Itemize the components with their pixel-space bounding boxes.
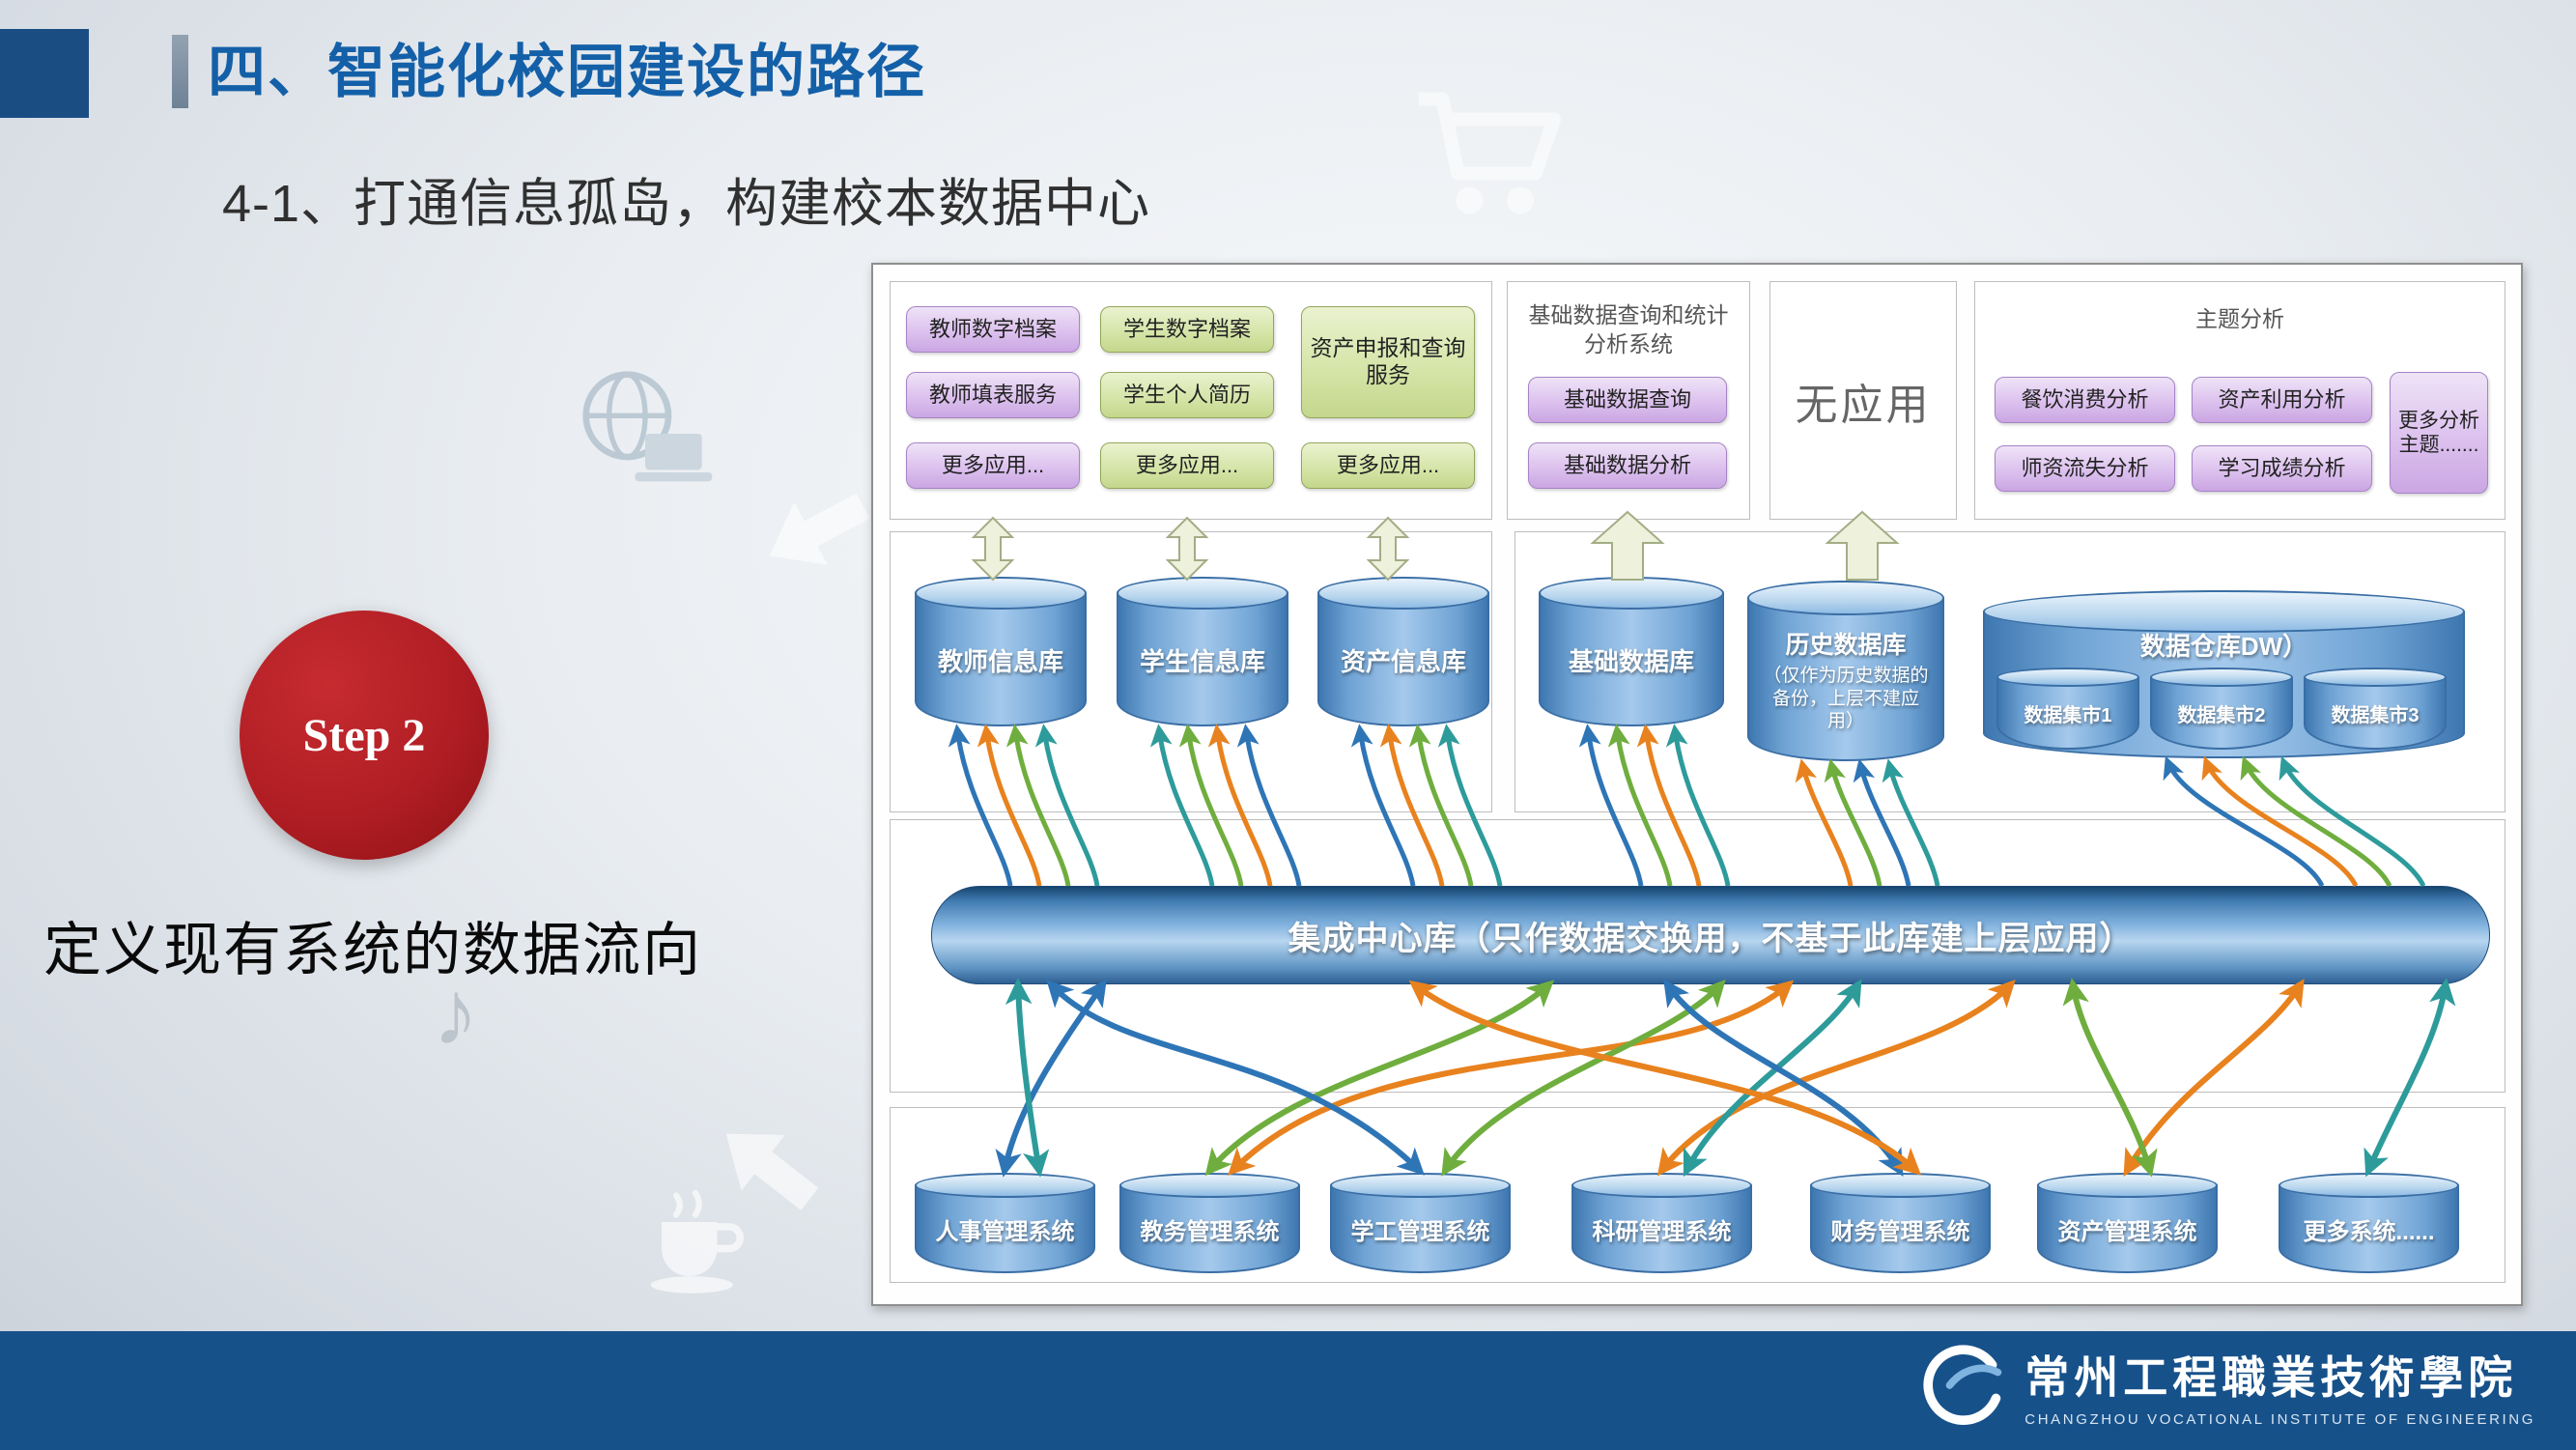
db-cylinder-asset: 资产信息库 — [1317, 577, 1489, 726]
globe-laptop-watermark-icon — [582, 371, 713, 482]
system-cylinder-research: 科研管理系统 — [1571, 1173, 1752, 1273]
system-label: 科研管理系统 — [1592, 1219, 1732, 1245]
title-accent-bar — [172, 35, 188, 108]
db-cylinder-teacher: 教师信息库 — [915, 577, 1087, 726]
system-label: 更多系统...... — [2303, 1219, 2435, 1245]
no-app-label: 无应用 — [1795, 381, 1932, 429]
system-label: 资产管理系统 — [2057, 1219, 2197, 1245]
system-label: 学工管理系统 — [1350, 1219, 1490, 1245]
cylinder-cap — [915, 577, 1087, 610]
coffee-cup-watermark-icon — [650, 1189, 744, 1294]
db-label: 资产信息库 — [1340, 646, 1466, 676]
page-title: 四、智能化校园建设的路径 — [208, 40, 926, 104]
db-cylinder-basic: 基础数据库 — [1539, 577, 1724, 726]
system-cylinder-asset: 资产管理系统 — [2037, 1173, 2218, 1273]
cylinder-cap — [2150, 668, 2293, 687]
app-box-more-apps-1: 更多应用... — [906, 442, 1080, 489]
cylinder-cap — [1117, 577, 1288, 610]
data-warehouse-cylinder: 数据仓库DW） 数据集市1 数据集市2 数据集市3 — [1983, 590, 2465, 758]
system-cylinder-hr: 人事管理系统 — [915, 1173, 1095, 1273]
db-cylinder-student: 学生信息库 — [1117, 577, 1288, 726]
step-badge: Step 2 — [240, 611, 489, 860]
page-subtitle: 4-1、打通信息孤岛，构建校本数据中心 — [222, 175, 1151, 233]
arrow-left-watermark-icon — [769, 493, 870, 565]
app-box-dining-analysis: 餐饮消费分析 — [1995, 377, 2175, 423]
school-name-en: CHANGZHOU VOCATIONAL INSTITUTE OF ENGINE… — [2024, 1411, 2535, 1428]
system-cylinder-academic: 教务管理系统 — [1119, 1173, 1300, 1273]
app-box-teacher-forms: 教师填表服务 — [906, 372, 1080, 418]
app-box-grades-analysis: 学习成绩分析 — [2192, 445, 2372, 492]
mart-label: 数据集市2 — [2177, 705, 2266, 726]
db-label: 学生信息库 — [1139, 646, 1265, 676]
school-name-block: 常州工程職業技術學院 CHANGZHOU VOCATIONAL INSTITUT… — [2024, 1343, 2535, 1428]
system-cylinder-studentaffairs: 学工管理系统 — [1330, 1173, 1511, 1273]
data-mart-cylinder-2: 数据集市2 — [2150, 668, 2293, 750]
cylinder-cap — [1119, 1173, 1300, 1198]
history-db-title: 历史数据库 — [1785, 631, 1907, 659]
school-logo-icon — [1923, 1345, 2002, 1425]
cylinder-cap — [1996, 668, 2139, 687]
data-mart-cylinder-3: 数据集市3 — [2304, 668, 2447, 750]
cylinder-cap — [1539, 577, 1724, 610]
app-box-student-resume: 学生个人简历 — [1100, 372, 1274, 418]
app-box-basic-analysis: 基础数据分析 — [1528, 442, 1727, 489]
app-box-basic-query: 基础数据查询 — [1528, 377, 1727, 423]
shopping-cart-watermark-icon — [1419, 92, 1561, 214]
warehouse-title: 数据仓库DW） — [2139, 632, 2308, 661]
data-mart-cylinder-1: 数据集市1 — [1996, 668, 2139, 750]
app-box-more-apps-2: 更多应用... — [1100, 442, 1274, 489]
system-cylinder-finance: 财务管理系统 — [1810, 1173, 1991, 1273]
system-label: 教务管理系统 — [1140, 1219, 1280, 1245]
arrow-up-left-watermark-icon — [725, 1133, 819, 1210]
cylinder-cap — [915, 1173, 1095, 1198]
cylinder-cap — [1317, 577, 1489, 610]
app-box-asset-analysis: 资产利用分析 — [2192, 377, 2372, 423]
db-cylinder-history: 历史数据库 （仅作为历史数据的备份，上层不建应用） — [1747, 581, 1944, 761]
cylinder-cap — [1571, 1173, 1752, 1198]
school-name-zh: 常州工程職業技術學院 — [2024, 1351, 2518, 1404]
footer-bar: 常州工程職業技術學院 CHANGZHOU VOCATIONAL INSTITUT… — [0, 1331, 2576, 1450]
cylinder-cap — [1810, 1173, 1991, 1198]
cylinder-cap — [1983, 590, 2465, 633]
app-box-more-themes: 更多分析主题....... — [2390, 372, 2488, 494]
cylinder-cap — [1330, 1173, 1511, 1198]
diagram-panel: 基础数据查询和统计分析系统 无应用 主题分析 教师数字档案 学生数字档案 资产申… — [871, 263, 2523, 1306]
cylinder-cap — [2304, 668, 2447, 687]
db-label: 教师信息库 — [937, 646, 1063, 676]
system-cylinder-more: 更多系统...... — [2279, 1173, 2459, 1273]
integration-bus: 集成中心库（只作数据交换用，不基于此库建上层应用） — [931, 886, 2490, 984]
cylinder-cap — [2279, 1173, 2459, 1198]
cylinder-cap — [2037, 1173, 2218, 1198]
cylinder-cap — [1747, 581, 1944, 615]
app-box-staff-analysis: 师资流失分析 — [1995, 445, 2175, 492]
mart-label: 数据集市3 — [2331, 705, 2420, 726]
app-box-student-archive: 学生数字档案 — [1100, 306, 1274, 353]
mart-label: 数据集市1 — [2024, 705, 2112, 726]
corner-accent-square — [0, 29, 89, 118]
system-label: 财务管理系统 — [1830, 1219, 1970, 1245]
db-label: 基础数据库 — [1568, 646, 1694, 676]
theme-group-title: 主题分析 — [2195, 306, 2284, 331]
system-label: 人事管理系统 — [935, 1219, 1075, 1245]
app-box-asset-declare: 资产申报和查询服务 — [1301, 306, 1475, 418]
app-box-teacher-archive: 教师数字档案 — [906, 306, 1080, 353]
integration-bus-label: 集成中心库（只作数据交换用，不基于此库建上层应用） — [1288, 920, 2134, 957]
history-db-note: （仅作为历史数据的备份，上层不建应用） — [1763, 665, 1929, 732]
app-box-more-apps-3: 更多应用... — [1301, 442, 1475, 489]
step-caption: 定义现有系统的数据流向 — [43, 918, 702, 982]
step-badge-label: Step 2 — [302, 709, 426, 761]
query-group-title: 基础数据查询和统计分析系统 — [1528, 302, 1729, 356]
app-group-noapp: 无应用 — [1769, 281, 1957, 520]
school-logo: 常州工程職業技術學院 CHANGZHOU VOCATIONAL INSTITUT… — [1914, 1339, 2535, 1432]
